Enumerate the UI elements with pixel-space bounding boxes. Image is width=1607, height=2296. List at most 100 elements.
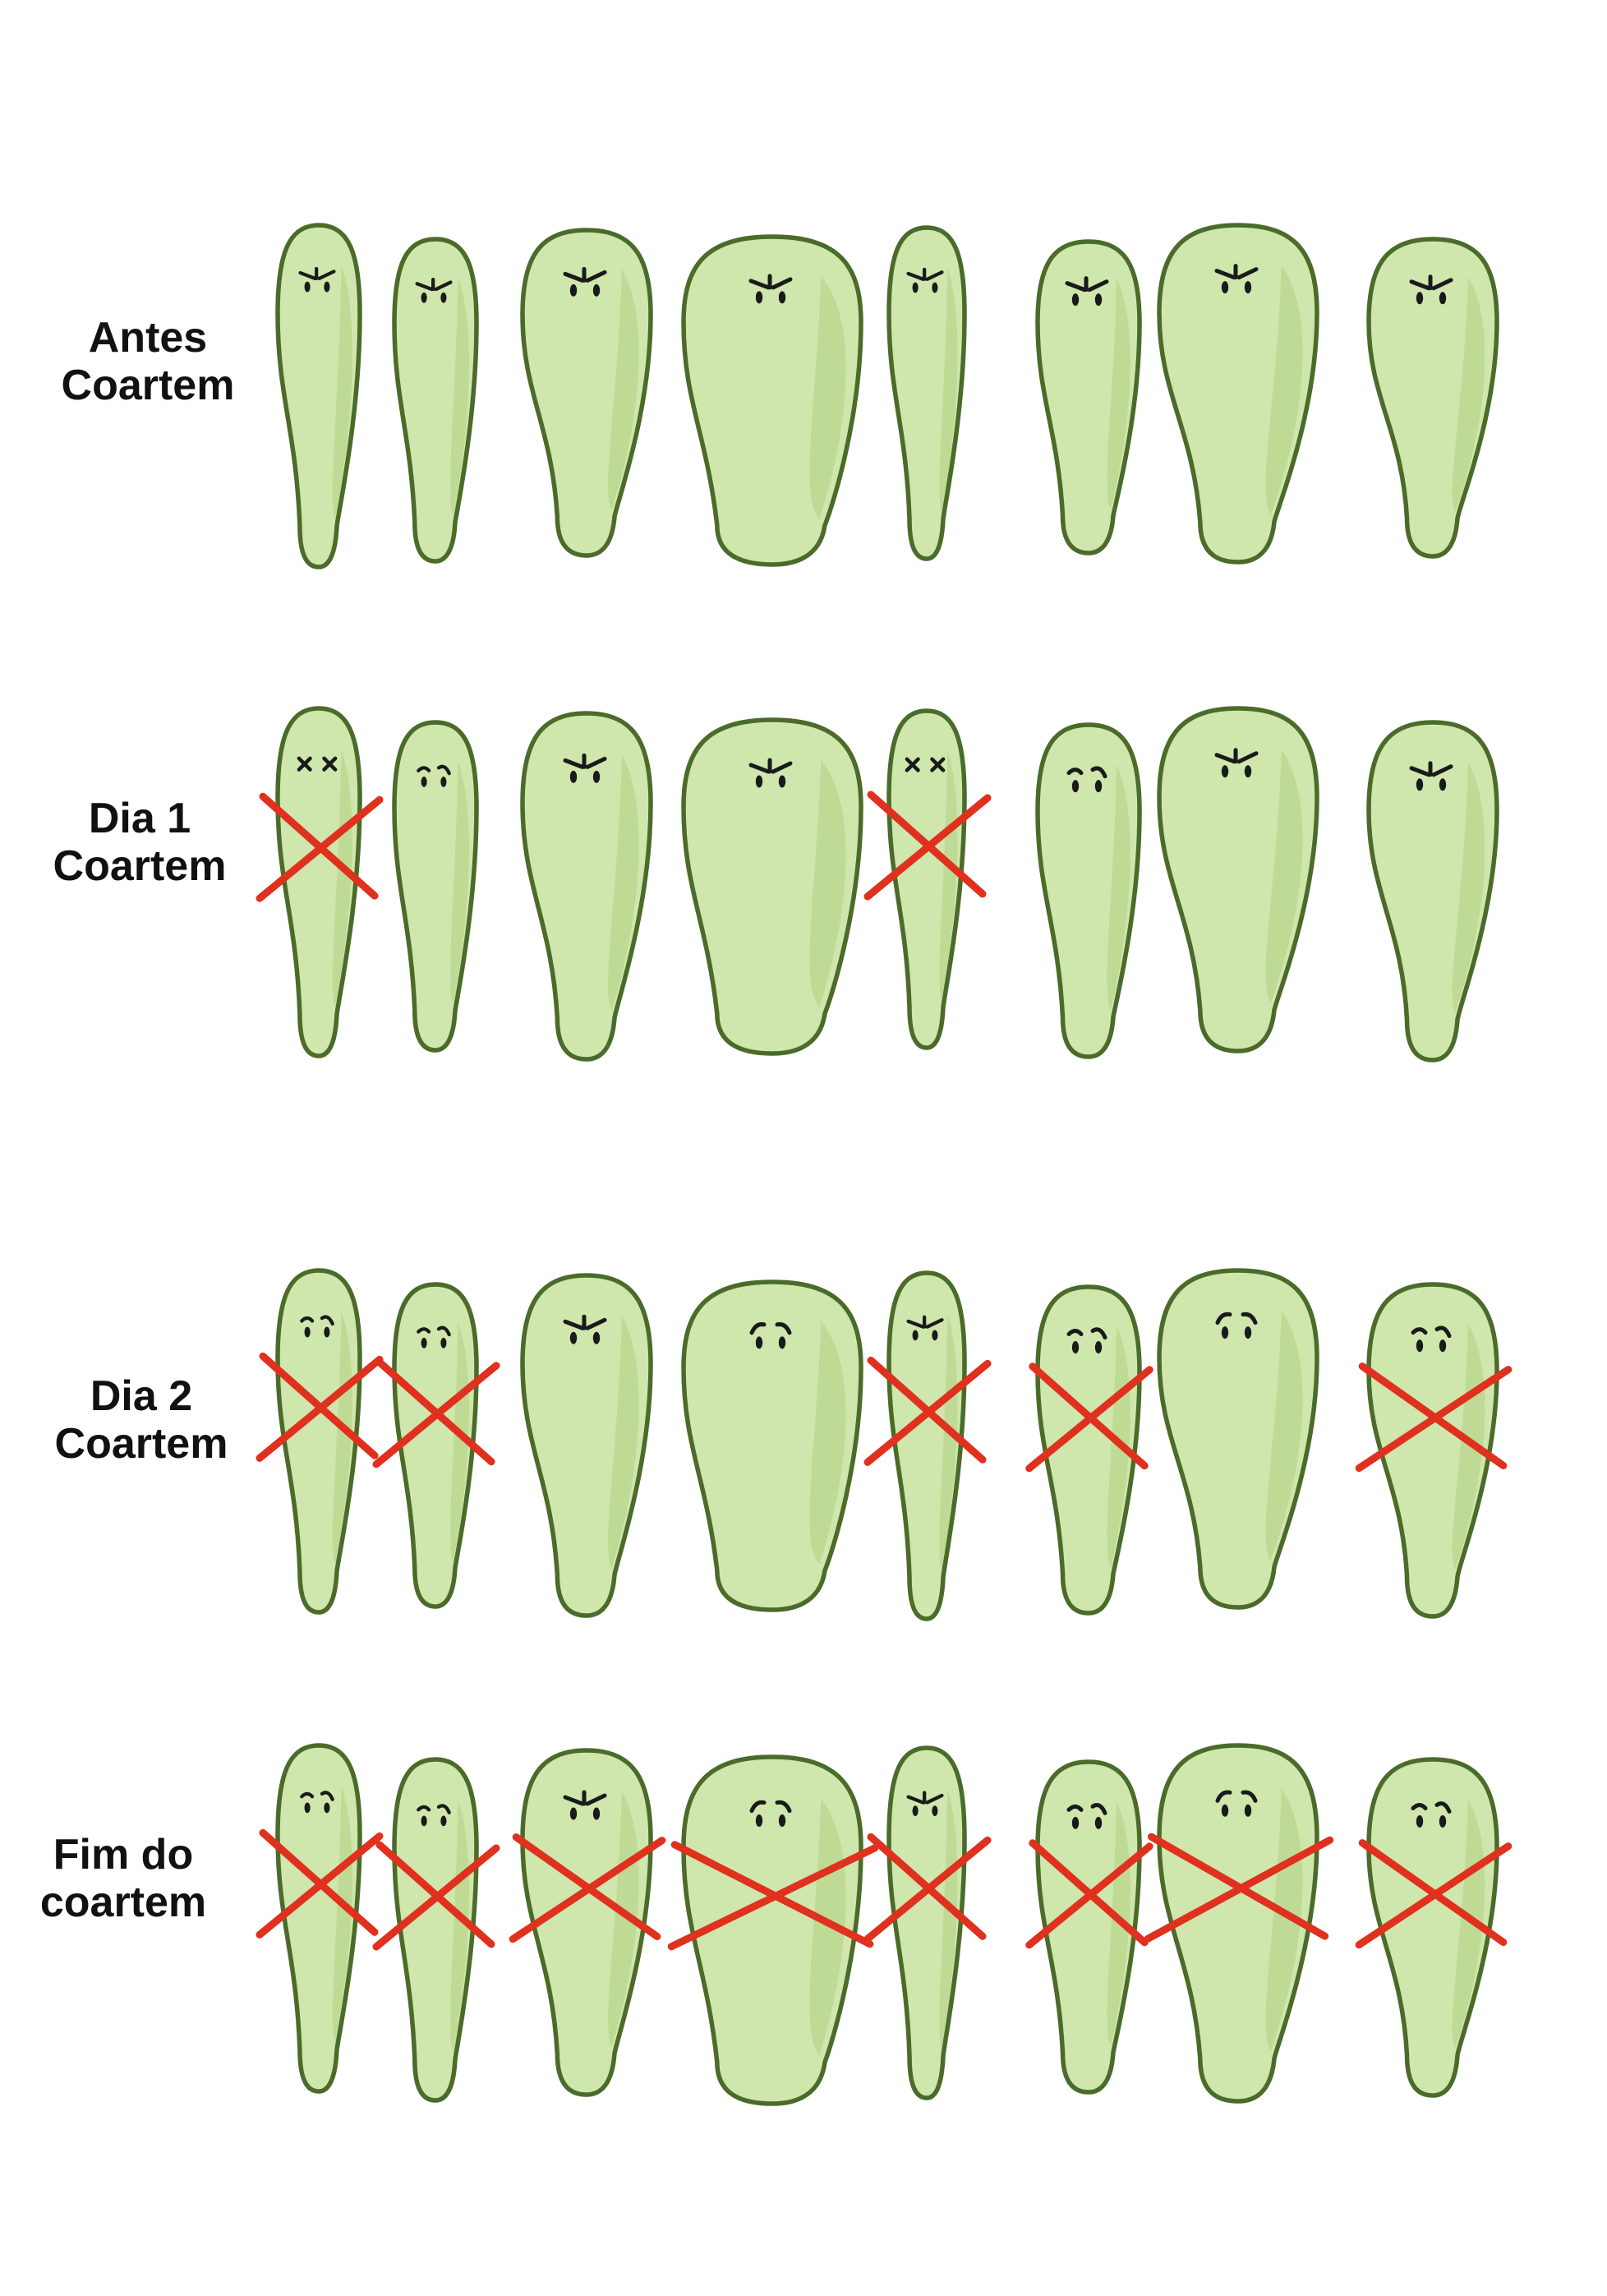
parasite-cell — [392, 720, 479, 1053]
face-eye-right — [592, 284, 601, 297]
parasite-cell — [275, 223, 362, 569]
face-eye-left — [1416, 292, 1424, 305]
cell-face-angry — [748, 274, 793, 304]
row-label-dia1: Dia 1 Coartem — [25, 795, 255, 890]
face-eye-left — [421, 1815, 427, 1827]
cell-shading — [939, 1790, 958, 2049]
face-brows — [1214, 264, 1259, 280]
cell-face-worried — [1411, 1801, 1452, 1828]
cell-face-worried — [417, 764, 451, 787]
face-brows — [417, 764, 451, 776]
cell-shading — [1265, 749, 1303, 1003]
face-eye-right — [440, 1815, 447, 1827]
red-cross-mark — [1355, 1362, 1513, 1473]
face-brows — [748, 758, 793, 774]
cell-face-angry — [1409, 761, 1453, 791]
face-eye-left — [912, 282, 919, 293]
face-brows — [298, 266, 336, 280]
face-eye-right — [1439, 292, 1447, 305]
face-brows — [563, 1314, 607, 1330]
face-eye-right — [1244, 1326, 1252, 1339]
face-brows — [749, 1800, 792, 1814]
face-eye-right — [1244, 765, 1252, 778]
cell-shading — [1452, 277, 1485, 512]
parasite-cell — [1157, 706, 1319, 1053]
cell-face-angry — [1065, 276, 1109, 307]
row-label-fim: Fim do coartem — [8, 1831, 238, 1926]
face-brows — [300, 1791, 334, 1801]
cell-face-angry — [906, 267, 944, 293]
cell-face-worried — [1411, 1326, 1452, 1353]
cell-face-sad — [1215, 1790, 1258, 1817]
row-label-dia1-line2: Coartem — [53, 842, 227, 890]
cell-shading — [450, 761, 469, 1005]
cell-shading — [450, 1800, 469, 2053]
parasite-cell — [520, 711, 653, 1062]
cell-shading — [332, 1787, 352, 2044]
cell-shading — [450, 278, 469, 517]
row-label-antes-line2: Coartem — [61, 362, 235, 409]
cell-shading — [332, 749, 352, 1007]
face-eye-left — [755, 291, 763, 304]
face-brows — [906, 267, 944, 281]
face-eye-left — [569, 770, 578, 783]
cell-face-angry — [1214, 264, 1259, 294]
face-brows — [1411, 1801, 1452, 1814]
parasite-cell — [1025, 1759, 1153, 2095]
face-eye-left — [1221, 1804, 1229, 1817]
cell-face-worried — [1066, 766, 1107, 793]
face-x-eye-left — [905, 757, 920, 772]
cell-shading — [608, 1791, 639, 2047]
face-eye-left — [755, 775, 763, 788]
face-eye-right — [592, 770, 601, 783]
red-cross-mark — [256, 1352, 384, 1462]
parasite-cell — [1035, 239, 1142, 556]
red-cross-mark — [863, 791, 992, 901]
face-eye-right — [440, 1337, 447, 1349]
red-cross-mark — [863, 1833, 992, 1943]
cell-face-worried — [417, 1326, 451, 1349]
face-x-eye-right — [930, 757, 946, 772]
face-brows — [563, 266, 607, 283]
face-eye-left — [421, 1337, 427, 1349]
cell-face-worried — [417, 1804, 451, 1827]
cell-shading — [608, 269, 639, 510]
face-eye-left — [1416, 778, 1424, 791]
row-label-dia2-line2: Coartem — [54, 1420, 228, 1468]
red-cross-mark — [863, 1356, 992, 1466]
face-eye-left — [1221, 765, 1229, 778]
face-eye-left — [755, 1336, 763, 1349]
face-brows — [300, 1315, 334, 1326]
face-brows — [906, 1315, 944, 1329]
parasite-cell — [1355, 1757, 1513, 2098]
face-eye-right — [592, 1807, 601, 1820]
face-eye-right — [324, 1326, 330, 1338]
parasite-cell — [1366, 720, 1499, 1063]
cell-shading — [332, 1311, 352, 1565]
red-cross-mark — [1025, 1839, 1153, 1949]
cell-face-worried — [300, 1791, 334, 1814]
parasite-cell — [863, 708, 992, 1050]
face-eye-left — [421, 776, 427, 787]
cell-face-worried — [1066, 1327, 1107, 1354]
face-eye-right — [1244, 281, 1252, 294]
cell-shading — [450, 1323, 469, 1562]
parasite-cell — [863, 1745, 992, 2100]
face-eye-right — [932, 282, 938, 293]
cell-shading — [939, 267, 958, 513]
face-brows — [563, 753, 607, 769]
parasite-cell — [509, 1748, 666, 2097]
cell-row-antes — [275, 223, 1499, 569]
parasite-cell — [520, 228, 653, 558]
cell-row-dia1 — [256, 706, 1499, 1063]
row-label-antes: Antes Coartem — [33, 314, 263, 409]
red-cross-mark — [667, 1841, 879, 1951]
face-eye-right — [1439, 1814, 1447, 1828]
face-eye-right — [1094, 1341, 1103, 1354]
cell-face-angry — [563, 266, 607, 297]
face-eye-left — [755, 1814, 763, 1828]
row-label-dia2-line1: Dia 2 — [90, 1372, 193, 1420]
face-brows — [417, 1804, 451, 1814]
face-brows — [1214, 748, 1259, 764]
